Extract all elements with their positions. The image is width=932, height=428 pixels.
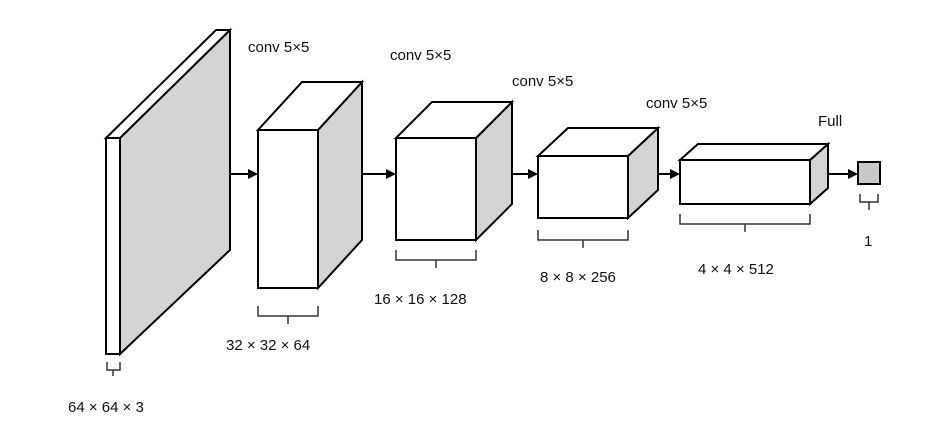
layer4-top-face (677, 143, 831, 161)
layer2-op-label: conv 5×5 (390, 47, 451, 64)
layer2-block (393, 99, 515, 243)
input-bracket (106, 362, 121, 376)
layer4-op-label: conv 5×5 (646, 95, 707, 112)
layer2-dims-label: 16 × 16 × 128 (374, 291, 467, 308)
output-bracket (859, 194, 879, 210)
input-dims-label: 64 × 64 × 3 (68, 399, 144, 416)
input-layer-block (103, 27, 233, 357)
output-dims-label: 1 (864, 233, 872, 250)
layer3-block (535, 125, 661, 221)
layer4-front-face (679, 159, 811, 205)
layer4-bracket (679, 214, 811, 232)
layer3-front-face (537, 155, 629, 219)
layer1-dims-label: 32 × 32 × 64 (226, 337, 310, 354)
layer2-bracket (395, 250, 477, 268)
dimension-brackets (106, 194, 879, 376)
layer3-op-label: conv 5×5 (512, 73, 573, 90)
input-layer-front-face (105, 137, 121, 355)
output-op-label: Full (818, 113, 842, 130)
layer1-front-face (257, 129, 319, 289)
layer3-bracket (537, 230, 629, 248)
layer4-dims-label: 4 × 4 × 512 (698, 261, 774, 278)
layer2-front-face (395, 137, 477, 241)
layer4-block (677, 141, 831, 207)
layer1-bracket (257, 306, 319, 324)
output-unit-block (857, 161, 881, 185)
layer1-op-label: conv 5×5 (248, 39, 309, 56)
layer1-block (255, 79, 365, 291)
layer3-dims-label: 8 × 8 × 256 (540, 269, 616, 286)
